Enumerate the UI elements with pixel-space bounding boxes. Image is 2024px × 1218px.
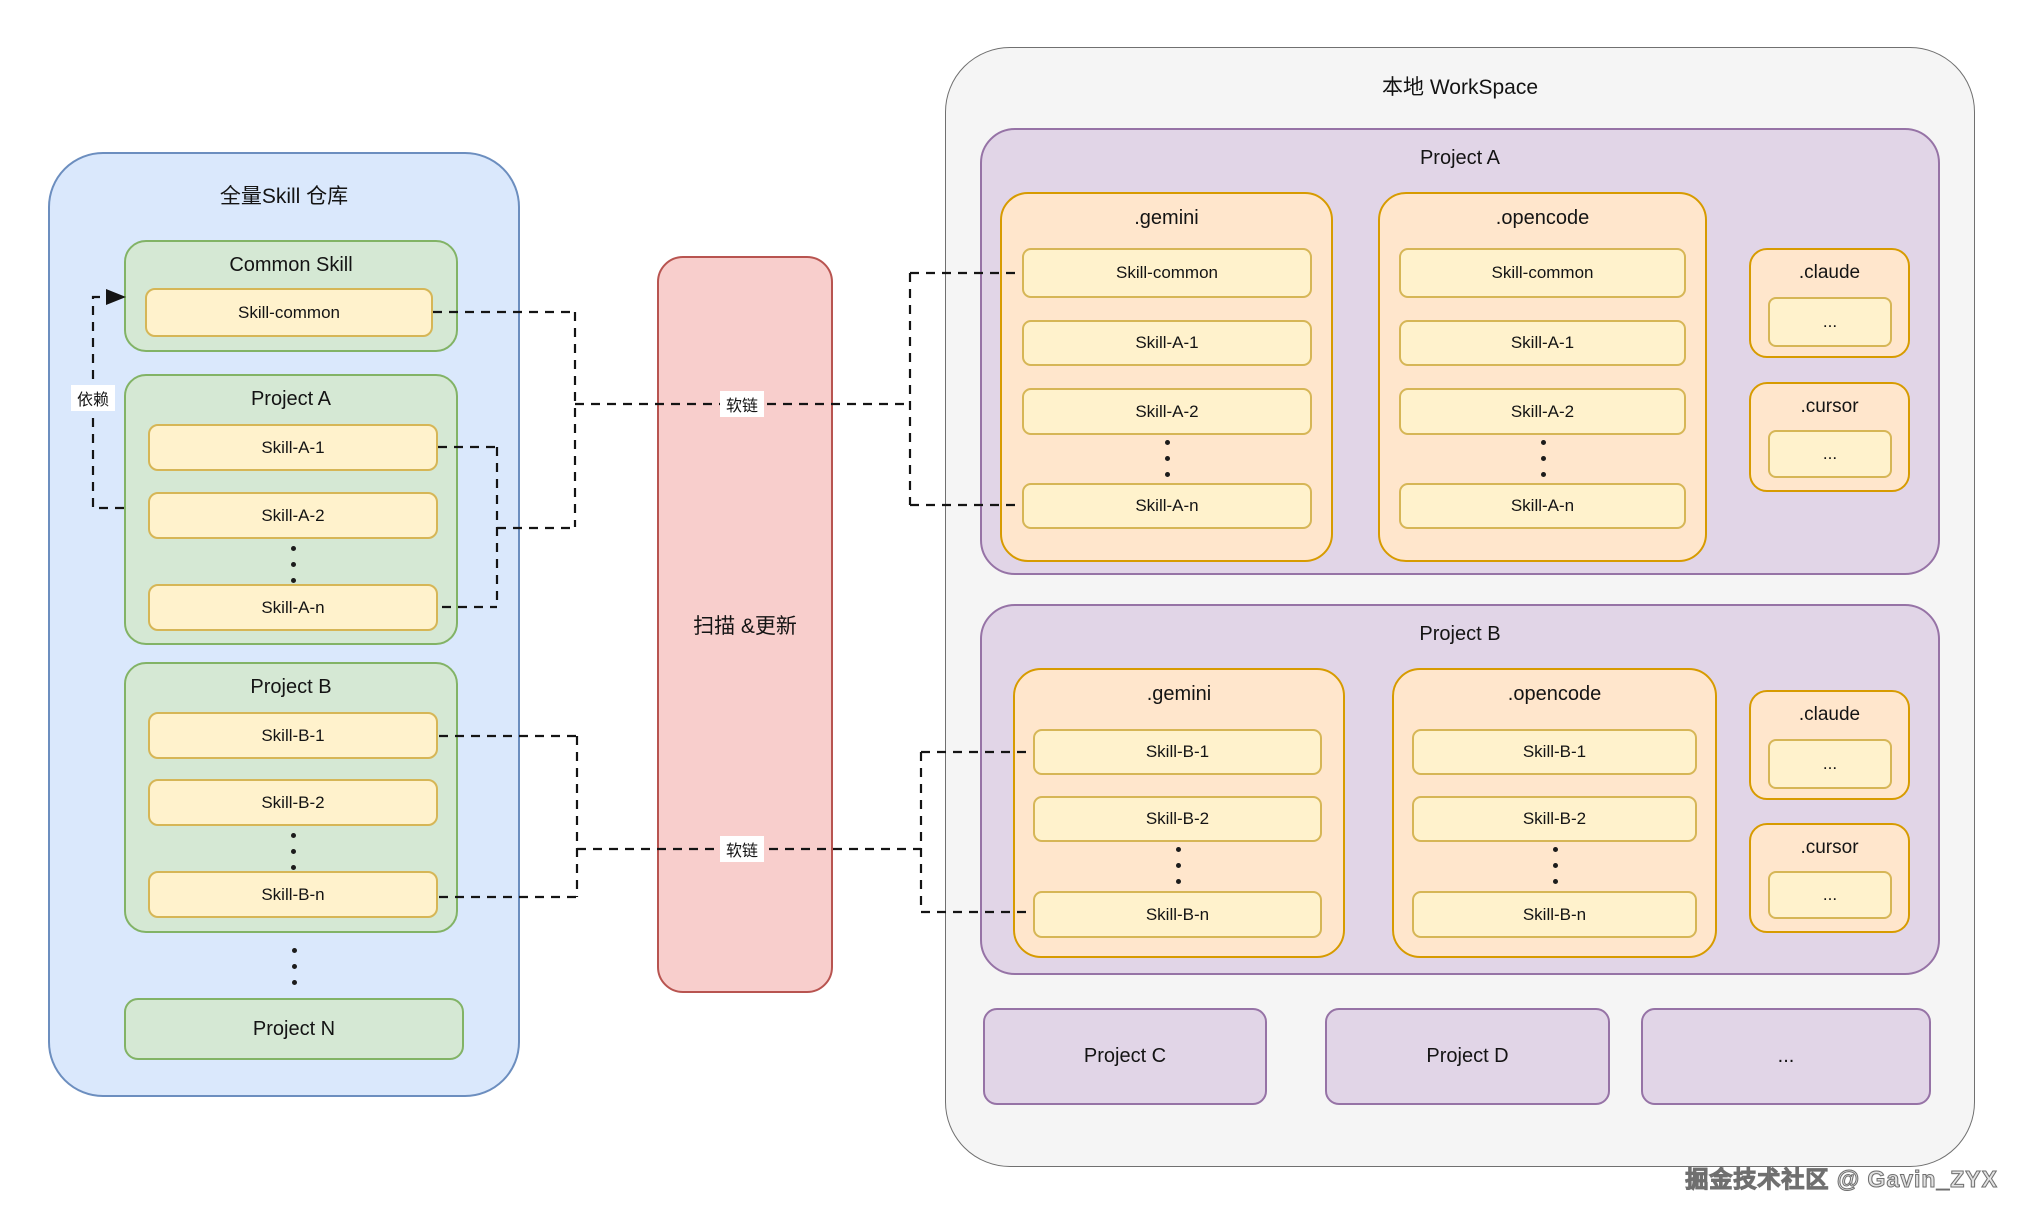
- ws-a-gemini-skill-common: Skill-common: [1022, 248, 1312, 298]
- repo-project-b-title: Project B: [250, 676, 332, 698]
- repo-skill-an: Skill-A-n: [148, 584, 438, 631]
- scan-update-box: 扫描 &更新: [657, 256, 833, 993]
- ws-b-opencode-skill-b2: Skill-B-2: [1412, 796, 1697, 842]
- ws-a-gemini-title: .gemini: [1134, 207, 1199, 229]
- watermark: 掘金技术社区 @ Gavin_ZYX: [1685, 1166, 1998, 1193]
- ws-project-c: Project C: [983, 1008, 1267, 1105]
- dependency-label: 依赖: [70, 385, 116, 411]
- ws-b-claude-content: ...: [1768, 739, 1892, 789]
- ws-b-cursor-content: ...: [1768, 871, 1892, 919]
- ws-a-cursor-content: ...: [1768, 430, 1892, 478]
- repo-project-a-title: Project A: [250, 388, 332, 410]
- ws-a-opencode-title: .opencode: [1495, 207, 1590, 229]
- ws-a-opencode-skill-common: Skill-common: [1399, 248, 1686, 298]
- ws-b-gemini-title: .gemini: [1146, 683, 1212, 705]
- ws-a-gemini-skill-a2: Skill-A-2: [1022, 388, 1312, 435]
- ws-project-b-title: Project B: [1419, 623, 1501, 645]
- vertical-ellipsis-icon: [291, 948, 297, 985]
- repo-project-n: Project N: [124, 998, 464, 1060]
- common-skill-title: Common Skill: [229, 254, 353, 276]
- ws-a-opencode-skill-a2: Skill-A-2: [1399, 388, 1686, 435]
- ws-b-gemini-skill-b1: Skill-B-1: [1033, 729, 1322, 775]
- ws-project-d: Project D: [1325, 1008, 1610, 1105]
- ws-a-gemini-skill-an: Skill-A-n: [1022, 483, 1312, 529]
- vertical-ellipsis-icon: [1540, 440, 1546, 477]
- vertical-ellipsis-icon: [1552, 847, 1558, 884]
- vertical-ellipsis-icon: [290, 833, 296, 870]
- ws-b-opencode-skill-bn: Skill-B-n: [1412, 891, 1697, 938]
- ws-a-cursor-title: .cursor: [1800, 396, 1859, 417]
- ws-b-cursor-title: .cursor: [1800, 837, 1859, 858]
- ws-a-opencode-skill-a1: Skill-A-1: [1399, 320, 1686, 366]
- repo-skill-a2: Skill-A-2: [148, 492, 438, 539]
- vertical-ellipsis-icon: [1164, 440, 1170, 477]
- repo-skill-common: Skill-common: [145, 288, 433, 337]
- vertical-ellipsis-icon: [290, 546, 296, 583]
- repo-skill-b1: Skill-B-1: [148, 712, 438, 759]
- ws-b-gemini-skill-b2: Skill-B-2: [1033, 796, 1322, 842]
- ws-a-claude-content: ...: [1768, 297, 1892, 347]
- softlink-label-a: 软链: [719, 391, 765, 417]
- vertical-ellipsis-icon: [1175, 847, 1181, 884]
- repo-skill-b2: Skill-B-2: [148, 779, 438, 826]
- workspace-title: 本地 WorkSpace: [1382, 76, 1538, 99]
- repo-skill-a1: Skill-A-1: [148, 424, 438, 471]
- repo-skill-bn: Skill-B-n: [148, 871, 438, 918]
- ws-b-gemini-skill-bn: Skill-B-n: [1033, 891, 1322, 938]
- ws-a-opencode-skill-an: Skill-A-n: [1399, 483, 1686, 529]
- ws-b-opencode-skill-b1: Skill-B-1: [1412, 729, 1697, 775]
- ws-b-opencode-title: .opencode: [1507, 683, 1602, 705]
- ws-a-gemini-skill-a1: Skill-A-1: [1022, 320, 1312, 366]
- skill-repo-title: 全量Skill 仓库: [219, 185, 349, 208]
- ws-project-more: ...: [1641, 1008, 1931, 1105]
- ws-project-a-title: Project A: [1419, 147, 1501, 169]
- ws-b-claude-title: .claude: [1798, 704, 1861, 725]
- ws-a-claude-title: .claude: [1798, 262, 1861, 283]
- softlink-label-b: 软链: [719, 836, 765, 862]
